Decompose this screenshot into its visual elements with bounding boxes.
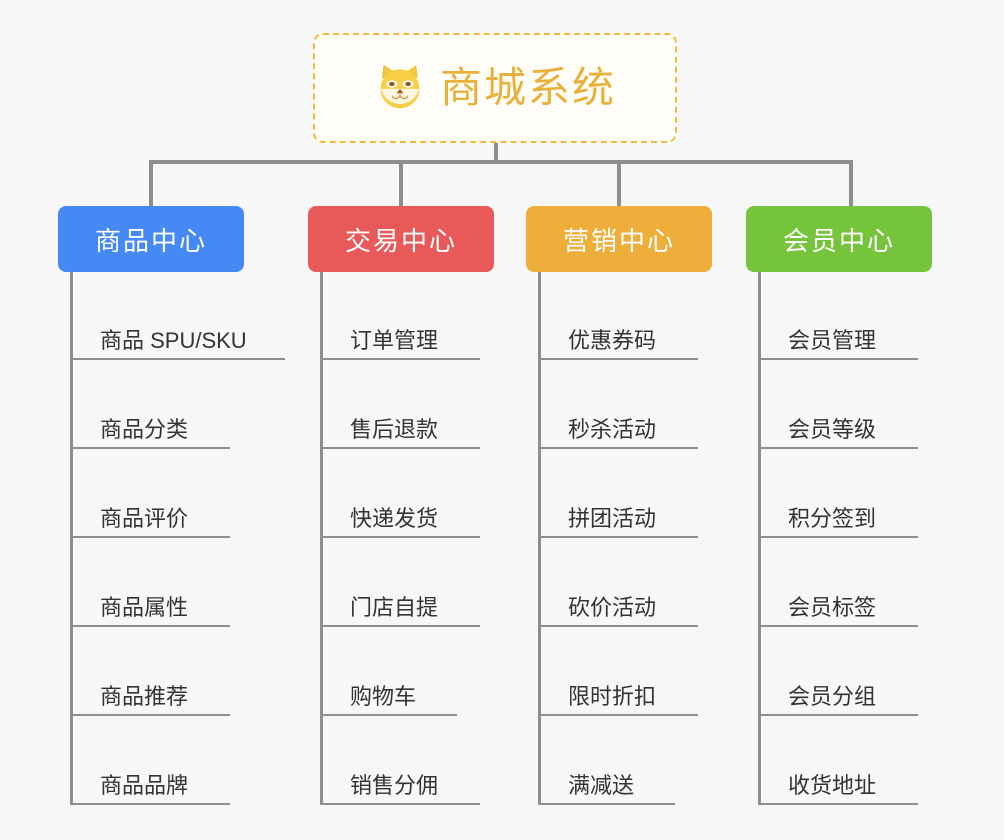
item-label: 门店自提 <box>350 595 439 620</box>
list-item[interactable]: 会员分组 <box>758 628 918 716</box>
column-spine-2 <box>320 272 323 804</box>
list-item[interactable]: 收货地址 <box>758 717 918 805</box>
item-label: 会员标签 <box>788 595 877 620</box>
item-list-1: 商品 SPU/SKU 商品分类 商品评价 商品属性 商品推荐 商品品牌 <box>58 272 285 812</box>
item-label: 订单管理 <box>350 328 439 353</box>
item-label: 积分签到 <box>788 506 877 531</box>
list-item[interactable]: 限时折扣 <box>538 628 698 716</box>
category-header-4[interactable]: 会员中心 <box>746 206 932 272</box>
root-title-inner: 商城系统 <box>374 62 616 114</box>
item-label: 销售分佣 <box>350 773 439 798</box>
item-label: 商品评价 <box>100 506 189 531</box>
item-label: 售后退款 <box>350 417 439 442</box>
root-title-card: 商城系统 <box>313 33 677 143</box>
list-item[interactable]: 销售分佣 <box>320 717 480 805</box>
list-item[interactable]: 商品 SPU/SKU <box>70 272 285 360</box>
column-spine-4 <box>758 272 761 804</box>
connector-drop-3 <box>617 160 621 206</box>
list-item[interactable]: 快递发货 <box>320 450 480 538</box>
column-trade-center: 交易中心 订单管理 售后退款 快递发货 门店自提 购物车 销售分佣 <box>308 206 494 812</box>
list-item[interactable]: 购物车 <box>320 628 457 716</box>
list-item[interactable]: 积分签到 <box>758 450 918 538</box>
category-title-4: 会员中心 <box>782 225 895 256</box>
item-list-4: 会员管理 会员等级 积分签到 会员标签 会员分组 收货地址 <box>746 272 932 812</box>
item-label: 商品分类 <box>100 417 189 442</box>
column-product-center: 商品中心 商品 SPU/SKU 商品分类 商品评价 商品属性 商品推荐 商品品牌 <box>58 206 285 812</box>
item-label: 会员管理 <box>788 328 877 353</box>
connector-drop-4 <box>849 160 853 206</box>
list-item[interactable]: 门店自提 <box>320 539 480 627</box>
connector-drop-2 <box>399 160 403 206</box>
item-label: 限时折扣 <box>568 684 657 709</box>
item-label: 商品品牌 <box>100 773 189 798</box>
item-label: 商品推荐 <box>100 684 189 709</box>
list-item[interactable]: 售后退款 <box>320 361 480 449</box>
connector-root-stem <box>494 143 498 164</box>
list-item[interactable]: 商品推荐 <box>70 628 230 716</box>
category-title-2: 交易中心 <box>344 225 457 256</box>
list-item[interactable]: 优惠券码 <box>538 272 698 360</box>
list-item[interactable]: 砍价活动 <box>538 539 698 627</box>
list-item[interactable]: 订单管理 <box>320 272 480 360</box>
column-marketing-center: 营销中心 优惠券码 秒杀活动 拼团活动 砍价活动 限时折扣 满减送 <box>526 206 712 812</box>
item-label: 满减送 <box>568 773 635 798</box>
category-title-3: 营销中心 <box>562 225 675 256</box>
column-member-center: 会员中心 会员管理 会员等级 积分签到 会员标签 会员分组 收货地址 <box>746 206 932 812</box>
category-title-1: 商品中心 <box>94 225 207 256</box>
column-spine-3 <box>538 272 541 804</box>
list-item[interactable]: 商品评价 <box>70 450 230 538</box>
column-spine-1 <box>70 272 73 804</box>
item-label: 商品 SPU/SKU <box>100 328 247 353</box>
item-label: 优惠券码 <box>568 328 657 353</box>
connector-drop-1 <box>149 160 153 206</box>
item-label: 购物车 <box>350 684 417 709</box>
category-header-2[interactable]: 交易中心 <box>308 206 494 272</box>
list-item[interactable]: 秒杀活动 <box>538 361 698 449</box>
list-item[interactable]: 会员管理 <box>758 272 918 360</box>
item-label: 拼团活动 <box>568 506 657 531</box>
list-item[interactable]: 商品分类 <box>70 361 230 449</box>
item-label: 收货地址 <box>788 773 877 798</box>
list-item[interactable]: 拼团活动 <box>538 450 698 538</box>
item-label: 砍价活动 <box>568 595 657 620</box>
item-label: 快递发货 <box>350 506 439 531</box>
connector-horizontal-bus <box>149 160 853 164</box>
page-title: 商城系统 <box>439 64 616 111</box>
item-list-3: 优惠券码 秒杀活动 拼团活动 砍价活动 限时折扣 满减送 <box>526 272 712 812</box>
list-item[interactable]: 会员标签 <box>758 539 918 627</box>
category-header-1[interactable]: 商品中心 <box>58 206 244 272</box>
item-label: 会员分组 <box>788 684 877 709</box>
item-label: 商品属性 <box>100 595 189 620</box>
category-header-3[interactable]: 营销中心 <box>526 206 712 272</box>
item-list-2: 订单管理 售后退款 快递发货 门店自提 购物车 销售分佣 <box>308 272 494 812</box>
list-item[interactable]: 会员等级 <box>758 361 918 449</box>
list-item[interactable]: 商品属性 <box>70 539 230 627</box>
item-label: 秒杀活动 <box>568 417 657 442</box>
item-label: 会员等级 <box>788 417 877 442</box>
list-item[interactable]: 满减送 <box>538 717 675 805</box>
list-item[interactable]: 商品品牌 <box>70 717 230 805</box>
shiba-dog-icon <box>374 62 426 114</box>
